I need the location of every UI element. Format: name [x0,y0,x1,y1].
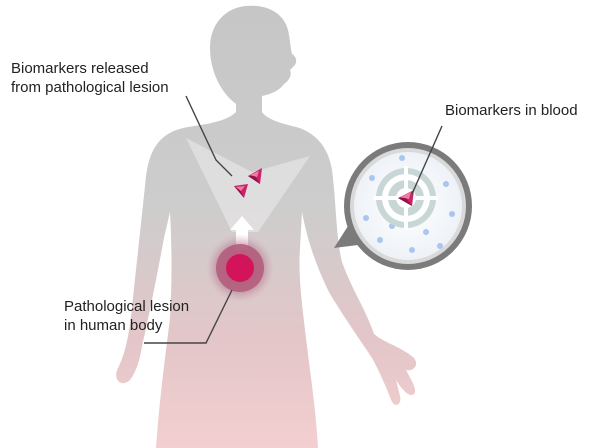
label-biomarkers-released: Biomarkers released from pathological le… [11,59,169,97]
label-biomarkers-released-line-2: from pathological lesion [11,79,169,96]
blood-cells [363,155,455,253]
label-pathological-lesion: Pathological lesion in human body [64,297,189,335]
biomarker-released-2 [248,168,262,184]
label-biomarkers-released-line-1: Biomarkers released [11,60,149,77]
leader-line-lesion [144,289,233,344]
human-body-silhouette [116,5,417,448]
leader-line-blood [411,125,443,195]
leader-line-released [185,95,233,177]
biomarker-released-1 [234,184,248,198]
label-pathological-lesion-line-1: Pathological lesion [64,298,190,315]
label-biomarkers-in-blood: Biomarkers in blood [445,102,578,119]
magnifier-bubble [334,142,472,270]
pathological-lesion [206,234,274,302]
biomarker-in-blood [398,190,414,206]
label-pathological-lesion-line-2: in human body [64,317,163,334]
